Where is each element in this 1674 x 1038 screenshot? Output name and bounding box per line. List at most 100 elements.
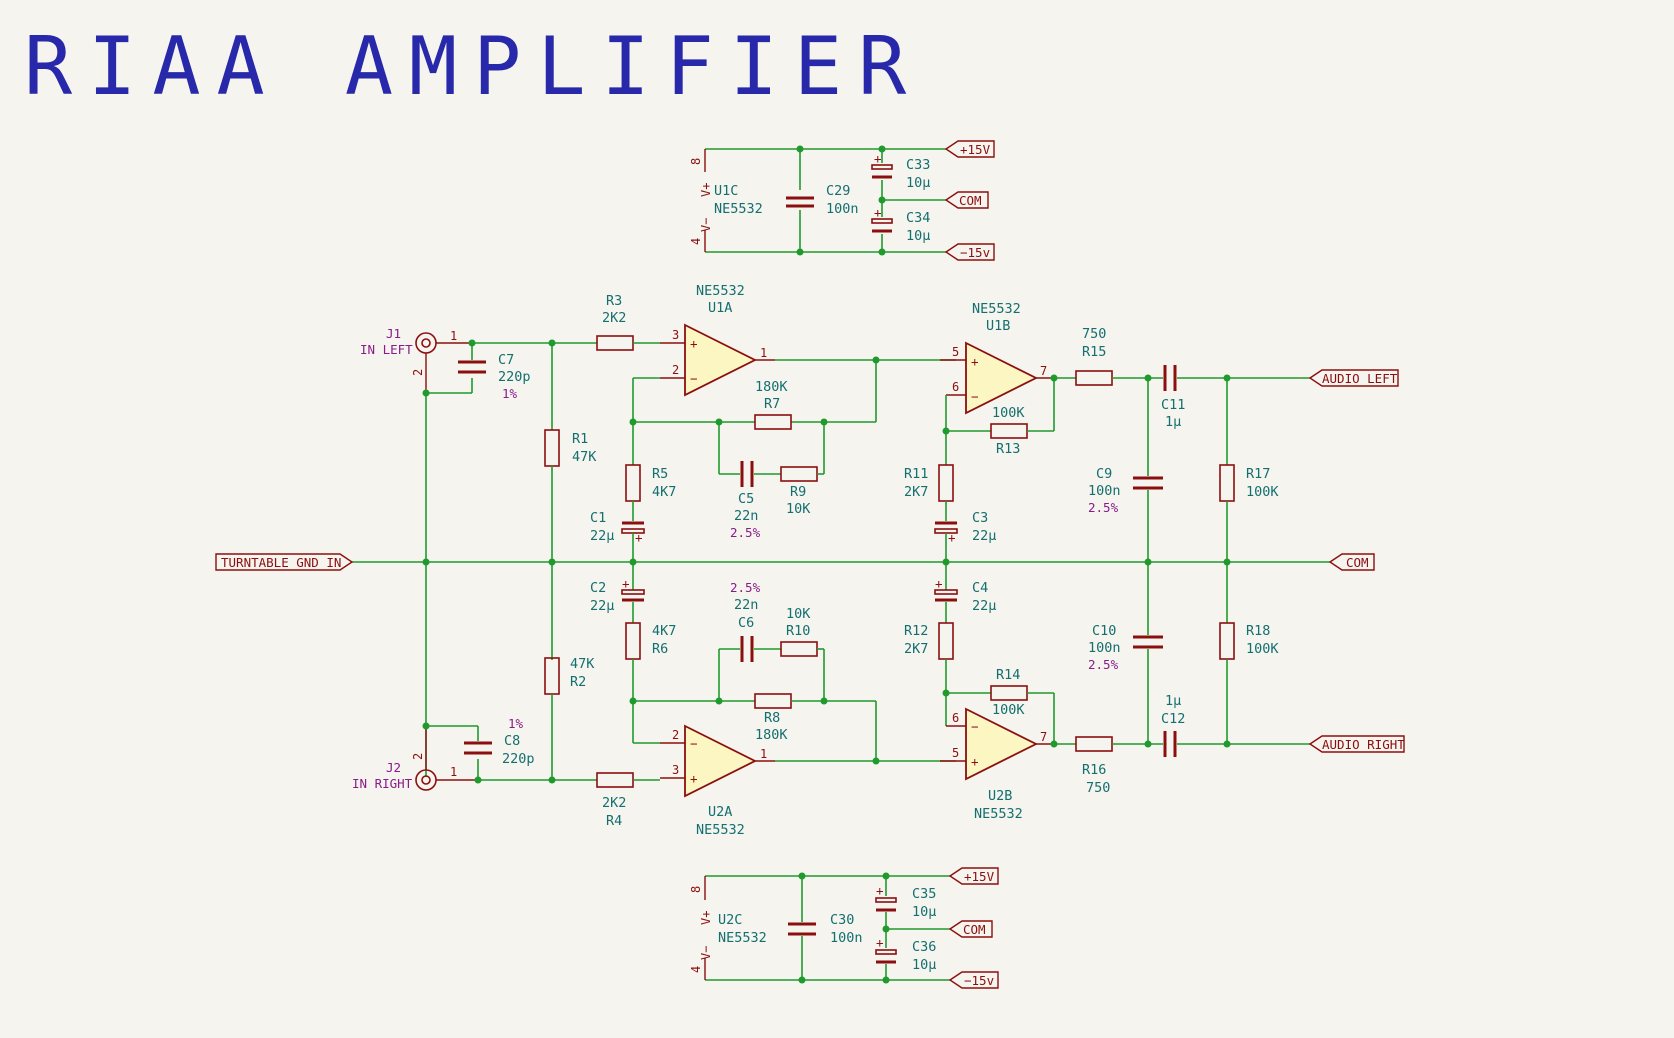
pin-number: 2	[411, 369, 425, 376]
polarity-plus: +	[948, 530, 956, 545]
ref-u2b: U2B	[988, 788, 1012, 804]
ref-c34: C34	[906, 210, 930, 226]
pin-number: 4	[689, 966, 703, 973]
ref-r2: R2	[570, 674, 586, 690]
pin-number: 5	[952, 345, 959, 359]
ref-r6: R6	[652, 641, 668, 657]
value-j2: IN RIGHT	[352, 776, 413, 791]
ref-c5: C5	[738, 491, 754, 507]
ref-c11: C11	[1161, 397, 1185, 413]
junction-dot	[872, 356, 880, 364]
polarity-plus: +	[622, 576, 630, 591]
net-label-plus15	[944, 140, 995, 158]
ref-c6: C6	[738, 615, 754, 631]
tolerance-c9: 2.5%	[1088, 500, 1119, 515]
ref-c1: C1	[590, 510, 606, 526]
resistor-r5	[625, 464, 641, 502]
value-c35: 10µ	[912, 904, 936, 920]
electrolytic-plate	[875, 949, 897, 955]
resistor-r12	[938, 622, 954, 660]
ref-r16: R16	[1082, 762, 1106, 778]
resistor-r14	[990, 685, 1028, 701]
junction-dot	[820, 418, 828, 426]
net-label-com	[944, 191, 989, 209]
ref-c36: C36	[912, 939, 936, 955]
polarity-plus: +	[874, 151, 882, 166]
value-r16: 750	[1086, 780, 1110, 796]
u2c-power-section: 8 4 V+ V− U2C NE5532 C30 100n + C35 10µ …	[689, 867, 999, 989]
ref-r5: R5	[652, 466, 668, 482]
opamp-minus: −	[971, 719, 979, 734]
ref-r14: R14	[996, 667, 1020, 683]
junction-dot	[796, 145, 804, 153]
ref-j2: J2	[386, 760, 401, 775]
opamp-u1b	[965, 341, 1039, 415]
value-c29: 100n	[826, 201, 859, 217]
junction-dot	[422, 389, 430, 397]
tolerance-c8: 1%	[508, 716, 524, 731]
value-c3: 22µ	[972, 528, 996, 544]
resistor-r4	[596, 772, 634, 788]
junction-dot	[548, 776, 556, 784]
value-c34: 10µ	[906, 228, 930, 244]
ref-u2c: U2C	[718, 912, 742, 928]
value-c12: 1µ	[1165, 693, 1181, 709]
pin-number: 1	[450, 329, 457, 343]
ref-r10: R10	[786, 623, 810, 639]
ref-r8: R8	[764, 710, 780, 726]
net-label-turntable-gnd-text: TURNTABLE GND IN	[221, 555, 341, 570]
junction-dot	[882, 925, 890, 933]
value-u1c: NE5532	[714, 201, 763, 217]
junction-dot	[715, 418, 723, 426]
value-c30: 100n	[830, 930, 863, 946]
junction-dot	[548, 339, 556, 347]
value-j1: IN LEFT	[360, 342, 413, 357]
opamp-plus: +	[690, 336, 698, 351]
ref-c33: C33	[906, 157, 930, 173]
u1c-power-section: 8 4 V+ V− U1C NE5532 C29 100n + C33 10µ …	[689, 140, 995, 261]
ref-c35: C35	[912, 886, 936, 902]
net-label-com-text: COM	[963, 922, 986, 937]
junction-dot	[882, 976, 890, 984]
value-u1b: NE5532	[972, 301, 1021, 317]
opamp-minus: −	[690, 371, 698, 386]
junction-dot	[1223, 374, 1231, 382]
junction-dot	[878, 196, 886, 204]
junction-dot	[878, 248, 886, 256]
junction-dot	[629, 418, 637, 426]
electrolytic-plate	[871, 164, 893, 170]
pin-number: 6	[952, 711, 959, 725]
value-u2b: NE5532	[974, 806, 1023, 822]
value-u1a: NE5532	[696, 283, 745, 299]
net-label-turntable-gnd	[215, 553, 354, 571]
junction-dot	[872, 757, 880, 765]
pin-number: 2	[672, 728, 679, 742]
value-c33: 10µ	[906, 175, 930, 191]
resistor-r6	[625, 622, 641, 660]
value-c7: 220p	[498, 369, 531, 385]
resistor-r16	[1075, 736, 1113, 752]
value-c5: 22n	[734, 508, 758, 524]
net-label-minus15-text: −15v	[964, 973, 994, 988]
junction-dot	[1223, 740, 1231, 748]
opamp-u2a	[684, 724, 758, 798]
ref-r9: R9	[790, 484, 806, 500]
tolerance-c7: 1%	[502, 386, 518, 401]
electrolytic-plate	[621, 589, 645, 595]
ref-r15: R15	[1082, 344, 1106, 360]
ref-u2a: U2A	[708, 804, 732, 820]
value-c11: 1µ	[1165, 414, 1181, 430]
pin-number: 8	[689, 886, 703, 893]
polarity-plus: +	[876, 883, 884, 898]
ref-c8: C8	[504, 733, 520, 749]
electrolytic-plate	[934, 589, 958, 595]
ref-c7: C7	[498, 352, 514, 368]
net-label-audio-left-text: AUDIO LEFT	[1322, 371, 1398, 386]
value-r13: 100K	[992, 405, 1025, 421]
junction-dot	[548, 558, 556, 566]
resistor-r15	[1075, 370, 1113, 386]
left-channel: 1 2 J1 IN LEFT C7 220p 1% R1 47K R3 2K2 …	[360, 283, 1399, 777]
net-label-audio-left	[1308, 369, 1399, 387]
value-r10: 10K	[786, 606, 811, 622]
